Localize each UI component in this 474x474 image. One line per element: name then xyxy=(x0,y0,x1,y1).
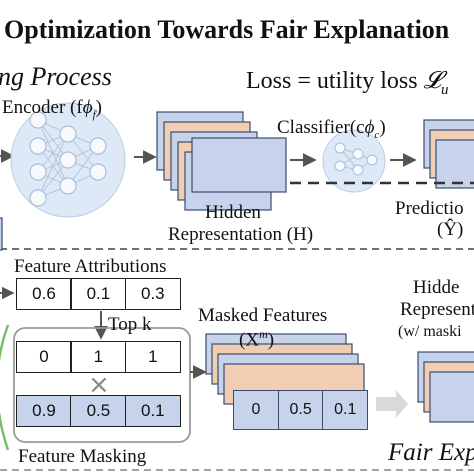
classifier-label-close: ) xyxy=(379,117,386,138)
section-title: ng Process xyxy=(0,62,112,91)
hidden-representation-stack xyxy=(156,111,287,211)
mask-row: 0 1 1 xyxy=(16,341,181,373)
encoder-label-close: ) xyxy=(95,97,102,118)
features-to-hidden-arrow xyxy=(376,390,408,418)
attributions-row: 0.6 0.1 0.3 xyxy=(16,278,181,310)
hidden-label-line2: Representation (H) xyxy=(168,224,314,245)
prediction-label-line1: Predictio xyxy=(395,198,464,219)
masked-values-row: 0 0.5 0.1 xyxy=(233,390,369,430)
masked-features-close: ) xyxy=(267,329,275,351)
prediction-stack xyxy=(423,119,474,189)
encoder-label-text: Encoder (f xyxy=(2,97,83,118)
topk-label: Top k xyxy=(108,314,152,335)
input-row: 0.9 0.5 0.1 xyxy=(16,395,181,427)
masked-features-label: Masked Features xyxy=(198,305,328,326)
encoder-network-icon xyxy=(10,102,126,218)
attribution-cell: 0.6 xyxy=(16,278,72,310)
masked-cell: 0.5 xyxy=(277,390,324,430)
input-cell: 0.5 xyxy=(70,395,127,427)
hidden-masked-label-line1: Hidde xyxy=(413,277,460,298)
classifier-label-subsub: c xyxy=(374,128,380,141)
loss-equation: Loss = utility loss 𝓛u xyxy=(246,69,449,98)
hidden-masked-label-line2: Represent xyxy=(400,299,474,320)
classifier-label: Classifier(cϕc) xyxy=(277,118,386,141)
input-cell: 0.9 xyxy=(16,395,72,427)
hidden-label-line1: Hidden xyxy=(205,202,261,223)
input-cell: 0.1 xyxy=(124,395,181,427)
masked-cell: 0 xyxy=(233,390,279,430)
encoder-label-subsub: f xyxy=(92,108,96,121)
encoder-label-sub: ϕ xyxy=(82,97,93,118)
feature-masking-label: Feature Masking xyxy=(18,446,147,467)
mask-cell: 1 xyxy=(124,341,181,373)
attribution-cell: 0.1 xyxy=(70,278,127,310)
loss-symbol: 𝓛 xyxy=(423,68,442,94)
encoder-label: Encoder (fϕf) xyxy=(2,98,102,121)
loss-text: Loss = utility loss xyxy=(246,68,418,94)
input-stack-edge xyxy=(0,217,3,251)
loss-subscript: u xyxy=(441,81,449,98)
classifier-network-icon xyxy=(322,129,386,193)
attribution-cell: 0.3 xyxy=(124,278,181,310)
fair-explanation-label: Fair Exp xyxy=(388,439,474,466)
page-title: e Optimization Towards Fair Explanation xyxy=(0,15,450,44)
classifier-label-sub: ϕ xyxy=(364,117,375,138)
multiply-icon: × xyxy=(88,370,110,400)
masked-features-open: (X xyxy=(239,329,260,351)
feature-masking-box xyxy=(13,327,191,443)
classifier-label-text: Classifier(c xyxy=(277,117,365,138)
hidden-masked-label-line3: (w/ maski xyxy=(398,323,462,340)
hidden-masked-stack xyxy=(417,351,474,423)
mask-cell: 1 xyxy=(70,341,127,373)
green-arc xyxy=(0,324,10,451)
masked-cell: 0.1 xyxy=(322,390,369,430)
mask-cell: 0 xyxy=(16,341,72,373)
masked-features-sup: m xyxy=(259,327,268,341)
masked-features-symbol: (Xm) xyxy=(239,328,274,349)
prediction-label-line2: (Ŷ) xyxy=(437,219,464,240)
feature-attributions-label: Feature Attributions xyxy=(14,256,167,277)
